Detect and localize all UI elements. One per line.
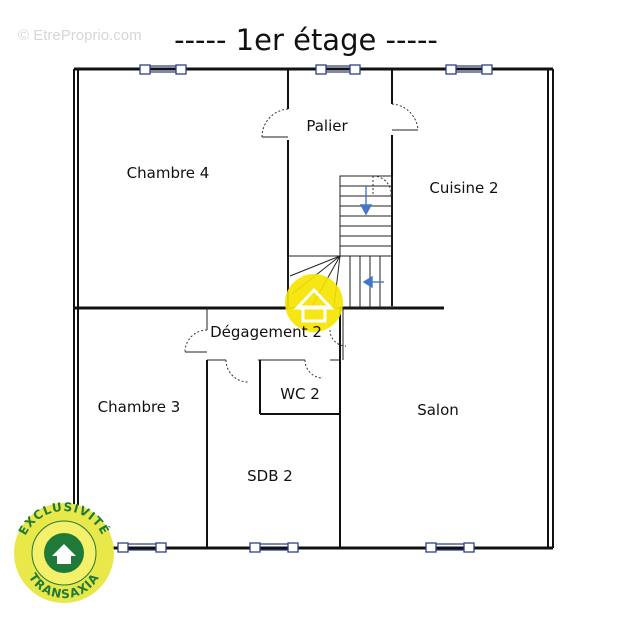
room-label-cuisine-2: Cuisine 2 bbox=[429, 179, 498, 197]
room-label-sdb-2: SDB 2 bbox=[247, 467, 293, 485]
window-bottom-right bbox=[425, 542, 475, 553]
home-logo-icon bbox=[285, 274, 343, 332]
window-bottom-left bbox=[117, 542, 167, 553]
room-label-wc-2: WC 2 bbox=[280, 385, 320, 403]
room-label-chambre-3: Chambre 3 bbox=[98, 398, 181, 416]
room-label-palier: Palier bbox=[306, 117, 348, 135]
exclusivite-badge: EXCLUSIVITÉ TRANSAXIA bbox=[14, 500, 114, 603]
window-bottom-middle bbox=[249, 542, 299, 553]
room-label-degagement-2: Dégagement 2 bbox=[210, 323, 322, 341]
room-label-chambre-4: Chambre 4 bbox=[127, 164, 210, 182]
badge-house-icon bbox=[44, 533, 84, 573]
plan-title: ----- 1er étage ----- bbox=[174, 23, 438, 57]
window-top-middle bbox=[315, 64, 361, 75]
window-top-left bbox=[139, 64, 187, 75]
window-top-right bbox=[445, 64, 493, 75]
room-label-salon: Salon bbox=[417, 401, 459, 419]
windows bbox=[117, 64, 493, 553]
watermark-text: © EtreProprio.com bbox=[18, 27, 142, 44]
doors bbox=[184, 103, 419, 383]
